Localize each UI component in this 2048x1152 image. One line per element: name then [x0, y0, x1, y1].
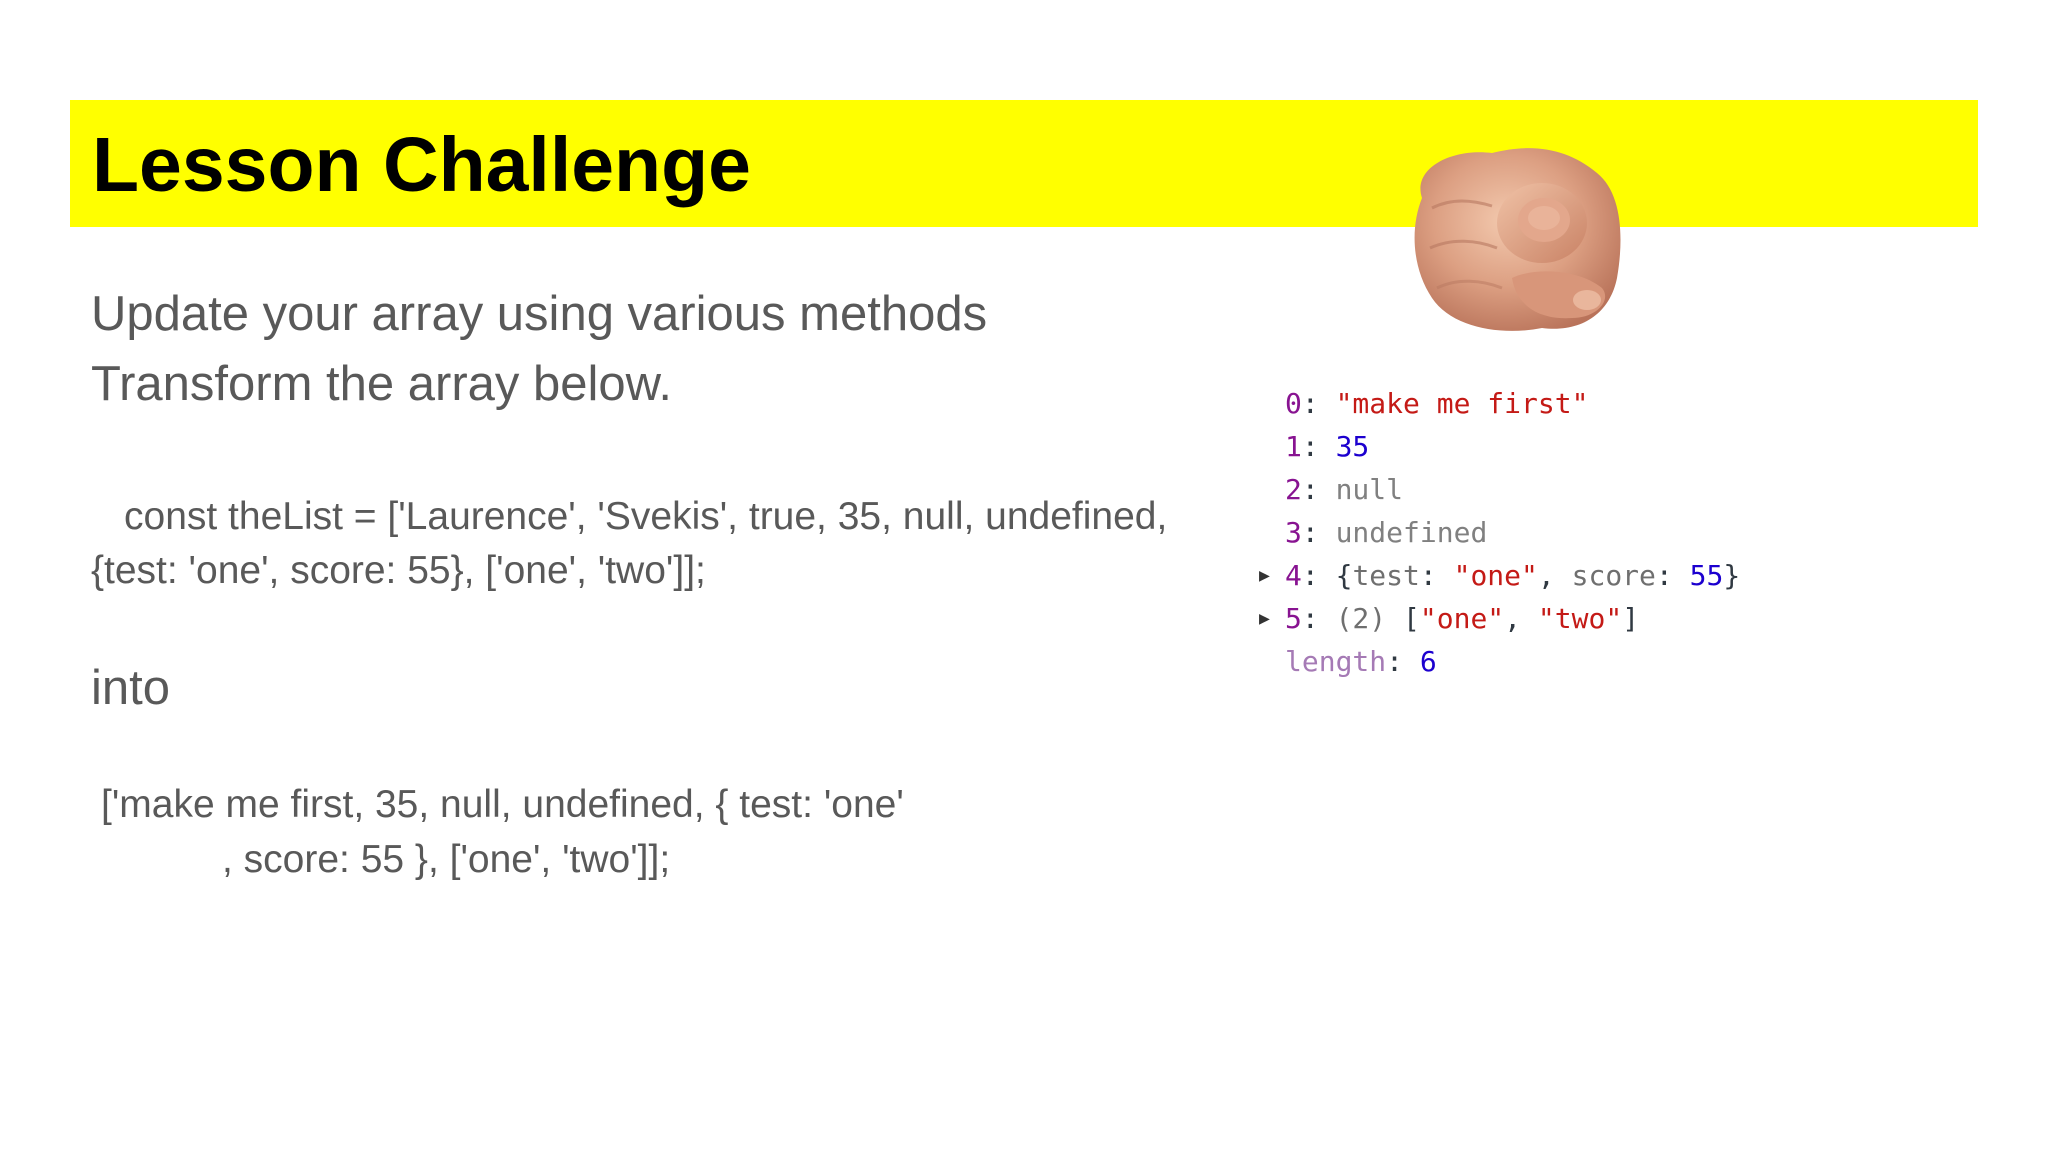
console-row-5[interactable]: ▶ 5: (2) ["one", "two"]: [1255, 597, 1815, 640]
title-banner: [70, 100, 1978, 227]
result-line-2: , score: 55 }, ['one', 'two']];: [222, 838, 671, 881]
console-output: 0: "make me first" 1: 35 2: null 3: unde…: [1255, 382, 1815, 683]
console-separator: :: [1301, 387, 1336, 420]
console-key: 0: [1285, 387, 1302, 420]
console-separator: :: [1386, 645, 1420, 678]
into-label: into: [91, 661, 171, 715]
code-line-1: const theList = ['Laurence', 'Svekis', t…: [124, 495, 1168, 538]
console-key: 5: [1285, 602, 1302, 635]
console-key: 3: [1285, 516, 1302, 549]
console-comma: ,: [1504, 602, 1538, 635]
console-array-value: "two": [1537, 602, 1623, 635]
expand-triangle-icon[interactable]: ▶: [1259, 608, 1270, 629]
console-key: length: [1285, 645, 1387, 678]
console-bracket-open: [: [1403, 602, 1420, 635]
console-prop-key: test: [1352, 559, 1420, 592]
console-value: "make me first": [1335, 387, 1589, 420]
expand-triangle-icon[interactable]: ▶: [1259, 565, 1270, 586]
console-separator: :: [1301, 516, 1336, 549]
console-value: 35: [1335, 430, 1370, 463]
console-separator: :: [1419, 559, 1454, 592]
console-separator: :: [1655, 559, 1690, 592]
console-brace-close: }: [1723, 559, 1741, 592]
instruction-line-2: Transform the array below.: [91, 357, 672, 411]
console-separator: :: [1301, 602, 1336, 635]
console-key: 2: [1285, 473, 1302, 506]
console-row-2: 2: null: [1255, 468, 1815, 511]
console-key: 4: [1285, 559, 1302, 592]
console-key: 1: [1285, 430, 1302, 463]
console-value: null: [1335, 473, 1404, 506]
result-line-1: ['make me first, 35, null, undefined, { …: [101, 783, 904, 826]
console-bracket-close: ]: [1622, 602, 1640, 635]
console-row-1: 1: 35: [1255, 425, 1815, 468]
console-row-3: 3: undefined: [1255, 511, 1815, 554]
slide-title: Lesson Challenge: [92, 122, 751, 208]
console-row-0: 0: "make me first": [1255, 382, 1815, 425]
pointing-hand-illustration: [1414, 148, 1621, 331]
console-comma: ,: [1537, 559, 1572, 592]
console-separator: :: [1301, 473, 1336, 506]
console-value: 6: [1419, 645, 1437, 678]
console-row-4[interactable]: ▶ 4: {test: "one", score: 55}: [1255, 554, 1815, 597]
console-separator: :: [1301, 559, 1336, 592]
code-line-2: {test: 'one', score: 55}, ['one', 'two']…: [91, 549, 706, 592]
console-value: undefined: [1335, 516, 1488, 549]
console-array-value: "one": [1419, 602, 1505, 635]
console-row-length: length: 6: [1255, 640, 1815, 683]
console-prop-value: "one": [1453, 559, 1538, 592]
console-count: (2): [1335, 602, 1387, 635]
console-separator: :: [1301, 430, 1336, 463]
instruction-line-1: Update your array using various methods: [91, 287, 988, 341]
console-brace-open: {: [1335, 559, 1353, 592]
console-prop-value: 55: [1689, 559, 1724, 592]
console-prop-key: score: [1571, 559, 1656, 592]
